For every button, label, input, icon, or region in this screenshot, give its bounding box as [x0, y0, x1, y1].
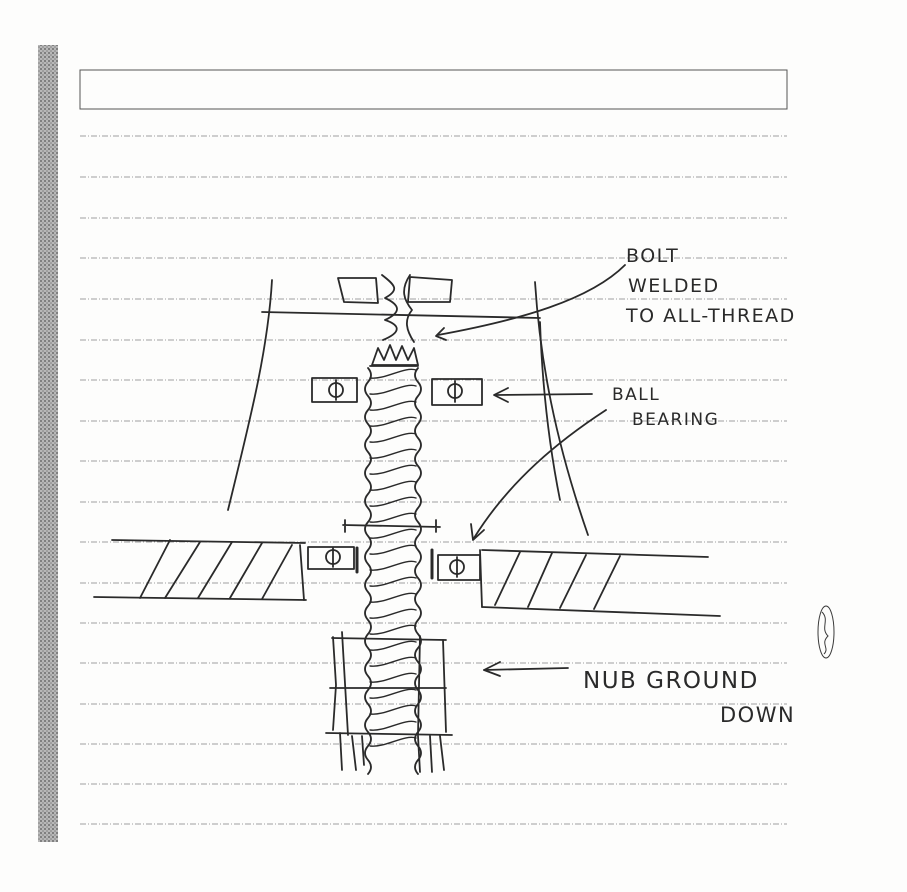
thread-mark — [369, 656, 417, 667]
bearing-leader-arrowhead — [470, 523, 485, 541]
bearing-arrowhead — [493, 387, 509, 403]
thread-mark — [369, 512, 417, 523]
thread-mark — [369, 384, 417, 395]
thread-mark — [369, 688, 417, 699]
all-thread-left-edge — [364, 367, 372, 775]
lower-right-ball-bearing — [430, 548, 481, 581]
thread-mark — [369, 672, 417, 683]
ruled-lines — [80, 135, 787, 825]
right-wood-plate — [479, 549, 721, 617]
frame-left-upright — [227, 279, 273, 511]
thread-mark — [369, 624, 417, 635]
ground-down-nut — [325, 631, 453, 773]
weld-bead — [371, 344, 419, 366]
thread-mark — [369, 608, 417, 619]
thread-mark — [369, 480, 417, 491]
label-bolt-line3: TO ALL-THREAD — [625, 305, 796, 327]
label-nut-line2: DOWN — [720, 703, 795, 727]
thread-mark — [369, 416, 417, 427]
thread-mark — [369, 544, 417, 555]
thread-mark — [369, 368, 417, 379]
thread-mark — [369, 704, 417, 715]
thread-mark — [369, 576, 417, 587]
left-margin-band — [38, 45, 58, 842]
bolt-head-right — [407, 276, 453, 303]
thread-mark — [369, 528, 417, 539]
thread-mark — [369, 496, 417, 507]
all-thread-thread-marks — [369, 368, 417, 747]
label-nut-line1: NUB GROUND — [583, 668, 759, 694]
header-box — [79, 69, 788, 110]
nut-arrowhead — [483, 661, 501, 677]
thread-mark — [369, 736, 417, 747]
bearing-leader-line — [473, 409, 607, 539]
thread-mark — [369, 432, 417, 443]
frame-right-upright — [534, 281, 589, 536]
thread-mark — [369, 720, 417, 731]
frame-top-bar — [261, 311, 541, 319]
initials-mark-icon — [817, 605, 835, 659]
thread-mark — [369, 592, 417, 603]
lower-left-ball-bearing — [307, 546, 359, 574]
thread-mark — [369, 400, 417, 411]
label-bearing-line2: BEARING — [632, 410, 719, 430]
bolt-leader-arrowhead — [435, 327, 447, 341]
thread-mark — [369, 464, 417, 475]
all-thread-right-edge — [414, 367, 422, 775]
left-wood-plate — [93, 539, 307, 601]
bearing-arrow-line — [495, 393, 593, 396]
upper-right-ball-bearing — [431, 378, 483, 406]
nut-arrow-line — [483, 667, 569, 671]
frame-right-inner — [539, 321, 561, 501]
bolt-head-left — [337, 277, 379, 304]
bolt-threaded-shank — [381, 274, 415, 343]
thread-mark — [369, 640, 417, 651]
bearing-retainer-line — [342, 519, 441, 533]
upper-left-ball-bearing — [311, 377, 358, 403]
bolt-leader-line — [437, 264, 626, 336]
label-bolt-line1: BOLT — [626, 245, 679, 267]
thread-mark — [369, 448, 417, 459]
label-bolt-line2: WELDED — [628, 275, 720, 297]
label-bearing-line1: BALL — [612, 385, 660, 405]
thread-mark — [369, 560, 417, 571]
